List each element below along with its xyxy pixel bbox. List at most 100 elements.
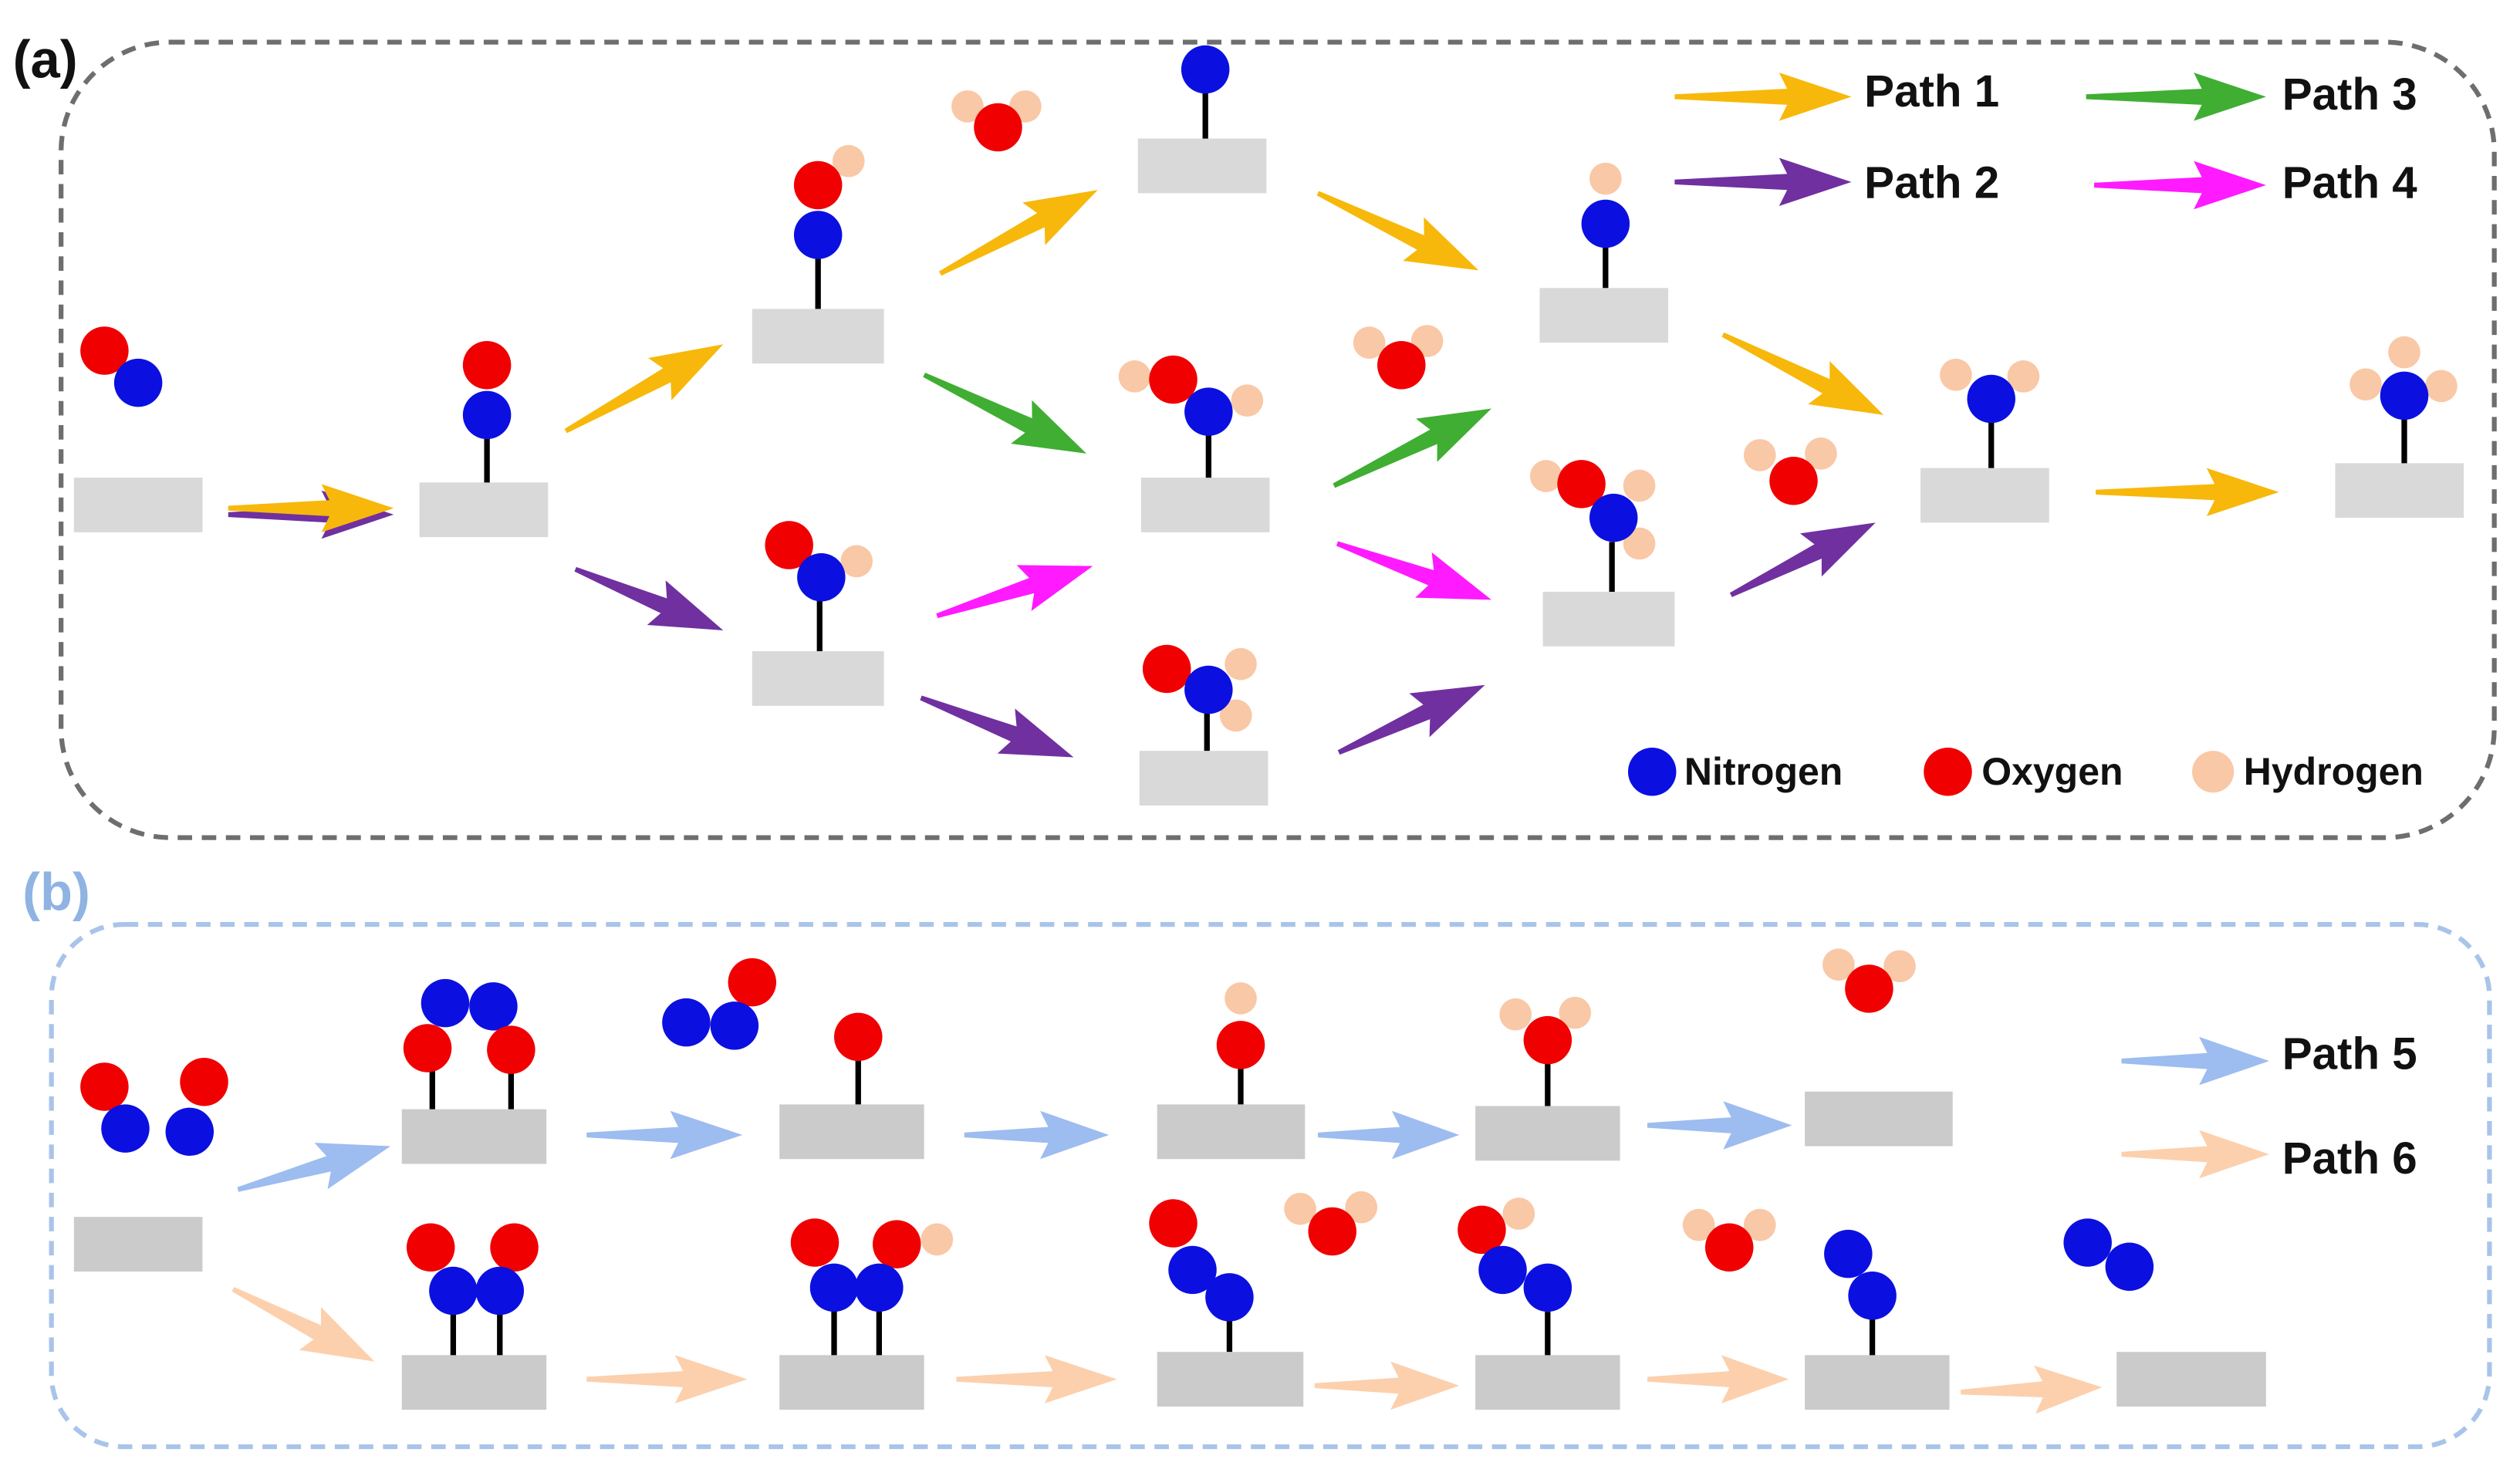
path1-arrow	[939, 190, 1098, 276]
path5-arrow	[1647, 1101, 1792, 1150]
hydrogen-atom	[1231, 384, 1264, 417]
catalyst-surface	[1805, 1091, 1953, 1147]
hydrogen-atom	[2349, 368, 2382, 401]
oxygen-atom	[487, 1025, 535, 1074]
catalyst-surface	[1542, 591, 1675, 647]
nitrogen-atom	[421, 978, 470, 1028]
path1-arrow	[228, 484, 394, 532]
nitrogen-atom	[2380, 371, 2429, 421]
path3-arrow	[923, 372, 1087, 454]
legend-oxygen-label: Oxygen	[1981, 750, 2123, 793]
catalyst-surface	[2116, 1352, 2266, 1407]
legend-path3-arrow	[2086, 73, 2266, 121]
hydrogen-atom	[1225, 647, 1257, 681]
legend-path4-arrow	[2094, 160, 2266, 210]
catalyst-surface	[752, 651, 884, 706]
catalyst-surface	[2335, 463, 2464, 518]
nitrogen-atom	[1848, 1272, 1897, 1320]
nitrogen-atom	[429, 1266, 478, 1316]
hydrogen-atom	[951, 90, 984, 123]
catalyst-surface	[1805, 1355, 1950, 1410]
oxygen-atom	[834, 1012, 883, 1062]
legend-oxygen-marker	[1924, 747, 1972, 796]
nitrogen-atom	[2063, 1218, 2112, 1267]
catalyst-surface	[1140, 478, 1270, 532]
hydrogen-atom	[2007, 360, 2040, 393]
oxygen-atom	[790, 1218, 839, 1267]
oxygen-atom	[406, 1223, 455, 1272]
nitrogen-atom	[1181, 45, 1230, 94]
nitrogen-atom	[113, 358, 163, 407]
nitrogen-atom	[1184, 665, 1233, 714]
path3-arrow	[1333, 408, 1491, 488]
legend-path1-label: Path 1	[1864, 66, 1999, 117]
nitrogen-atom	[1523, 1263, 1572, 1312]
nitrogen-atom	[2105, 1242, 2154, 1292]
nitrogen-atom	[475, 1266, 525, 1316]
oxygen-atom	[1216, 1021, 1265, 1069]
catalyst-surface	[779, 1355, 924, 1410]
legend-hydrogen-marker	[2192, 751, 2235, 793]
oxygen-atom	[974, 103, 1022, 152]
path1-arrow	[1316, 191, 1479, 271]
legend-path2-label: Path 2	[1864, 158, 1999, 208]
hydrogen-atom	[2425, 370, 2458, 403]
oxygen-atom	[462, 341, 512, 390]
path6-arrow	[1647, 1355, 1789, 1403]
path1-arrow	[2096, 468, 2279, 517]
legend-path6-arrow	[2121, 1130, 2270, 1179]
hydrogen-atom	[840, 545, 873, 578]
path6-arrow	[231, 1287, 375, 1362]
oxygen-atom	[1149, 355, 1198, 404]
hydrogen-atom	[1623, 527, 1656, 560]
nitrogen-atom	[1967, 374, 2015, 424]
nitrogen-atom	[855, 1263, 904, 1312]
oxygen-atom	[403, 1024, 452, 1072]
hydrogen-atom	[1345, 1191, 1378, 1224]
path4-arrow	[936, 565, 1093, 619]
nitrogen-atom	[710, 1001, 759, 1050]
catalyst-surface	[752, 309, 884, 364]
nitrogen-atom	[1184, 387, 1233, 436]
catalyst-surface	[401, 1109, 547, 1164]
path2-arrow	[1337, 684, 1485, 755]
oxygen-atom	[1458, 1205, 1506, 1255]
catalyst-surface	[1139, 751, 1268, 806]
hydrogen-atom	[1743, 1208, 1776, 1241]
path5-arrow	[964, 1110, 1110, 1160]
hydrogen-atom	[2388, 336, 2420, 369]
nitrogen-atom	[165, 1107, 215, 1157]
oxygen-atom	[1523, 1015, 1572, 1065]
path2-arrow	[1729, 522, 1876, 597]
nitrogen-atom	[1581, 199, 1630, 248]
hydrogen-atom	[832, 144, 865, 177]
oxygen-atom	[80, 1062, 129, 1111]
hydrogen-atom	[921, 1223, 954, 1256]
oxygen-atom	[873, 1220, 921, 1268]
nitrogen-atom	[1824, 1229, 1873, 1278]
nitrogen-atom	[793, 211, 843, 259]
hydrogen-atom	[1883, 950, 1916, 983]
oxygen-atom	[793, 160, 843, 210]
nitrogen-atom	[797, 552, 846, 602]
oxygen-atom	[1308, 1207, 1356, 1256]
hydrogen-atom	[1118, 360, 1151, 393]
legend-path5-label: Path 5	[2282, 1029, 2417, 1079]
oxygen-atom	[1845, 964, 1893, 1013]
catalyst-surface	[1539, 288, 1669, 343]
path6-arrow	[586, 1355, 748, 1403]
oxygen-atom	[1557, 460, 1606, 508]
oxygen-atom	[1769, 456, 1818, 505]
path5-arrow	[586, 1110, 743, 1160]
oxygen-atom	[728, 958, 777, 1007]
oxygen-atom	[1377, 341, 1426, 390]
path6-arrow	[1961, 1365, 2103, 1414]
oxygen-atom	[1704, 1223, 1754, 1272]
nitrogen-atom	[1478, 1245, 1527, 1295]
legend-path6-label: Path 6	[2282, 1133, 2417, 1184]
path6-arrow	[956, 1355, 1117, 1403]
path5-arrow	[237, 1143, 391, 1192]
path2-arrow	[920, 695, 1074, 758]
oxygen-atom	[1149, 1199, 1198, 1248]
